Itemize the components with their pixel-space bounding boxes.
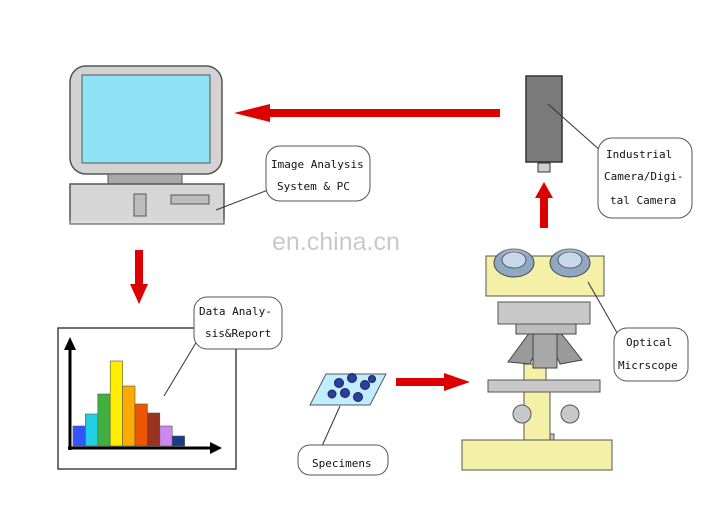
specimens-label: Specimens — [312, 457, 372, 470]
microscope-base — [461, 439, 613, 471]
objective-center — [532, 331, 558, 369]
camera — [525, 75, 563, 173]
arrow-pc-to-report — [130, 250, 148, 304]
arrow-microscope-to-camera — [535, 182, 553, 230]
focus-knob-left — [512, 404, 532, 424]
camera-label-line2: Camera/Digi- — [604, 170, 683, 183]
report-label-line1: Data Analy- — [199, 305, 272, 318]
fade-overlay — [60, 218, 240, 242]
specimen-slide — [309, 373, 387, 406]
microscope — [461, 228, 620, 471]
pc-case — [69, 183, 225, 225]
monitor — [69, 65, 223, 185]
fade-overlay-top — [470, 228, 620, 256]
microscope-callout: Optical Micrscope — [587, 281, 689, 382]
microscope-body — [497, 301, 591, 325]
microscope-label-line2: Micrscope — [618, 359, 678, 372]
report-label-line2: sis&Report — [205, 327, 271, 340]
histogram-bar — [147, 412, 161, 447]
drive-slot — [133, 193, 147, 217]
camera-label-line1: Industrial — [606, 148, 672, 161]
report — [57, 327, 237, 470]
y-axis-arrowhead — [64, 337, 76, 350]
specimens-callout: Specimens — [297, 405, 389, 476]
camera-callout: Industrial Camera/Digi- tal Camera — [547, 103, 693, 219]
pc-callout: Image Analysis System & PC — [215, 145, 371, 211]
histogram-bar — [134, 403, 148, 447]
histogram-bar — [109, 360, 123, 447]
report-axes — [64, 337, 222, 454]
pc-label-line2: System & PC — [277, 180, 350, 193]
camera-body — [525, 75, 563, 163]
histogram-bar — [85, 413, 99, 447]
pc-label-line1: Image Analysis — [271, 158, 364, 171]
histogram-bar — [122, 385, 136, 447]
focus-knob-right — [560, 404, 580, 424]
camera-label-line3: tal Camera — [610, 194, 676, 207]
monitor-screen — [81, 74, 211, 164]
specimen-cells — [327, 373, 376, 402]
camera-lens — [537, 162, 551, 173]
arrow-specimens-to-microscope — [396, 373, 470, 391]
computer — [60, 65, 240, 242]
histogram-bar — [72, 425, 86, 447]
microscope-stage — [487, 379, 601, 393]
histogram-bar — [171, 435, 185, 447]
watermark: en.china.cn — [272, 228, 400, 256]
x-axis-arrowhead — [210, 442, 222, 454]
histogram-bar — [97, 393, 111, 447]
histogram-bar — [159, 425, 173, 447]
microscope-label-line1: Optical — [626, 336, 672, 349]
drive-bay — [170, 194, 210, 205]
arrow-camera-to-pc — [234, 104, 500, 122]
histogram — [72, 360, 185, 447]
monitor-stand — [107, 173, 183, 185]
report-callout: Data Analy- sis&Report — [163, 296, 283, 397]
